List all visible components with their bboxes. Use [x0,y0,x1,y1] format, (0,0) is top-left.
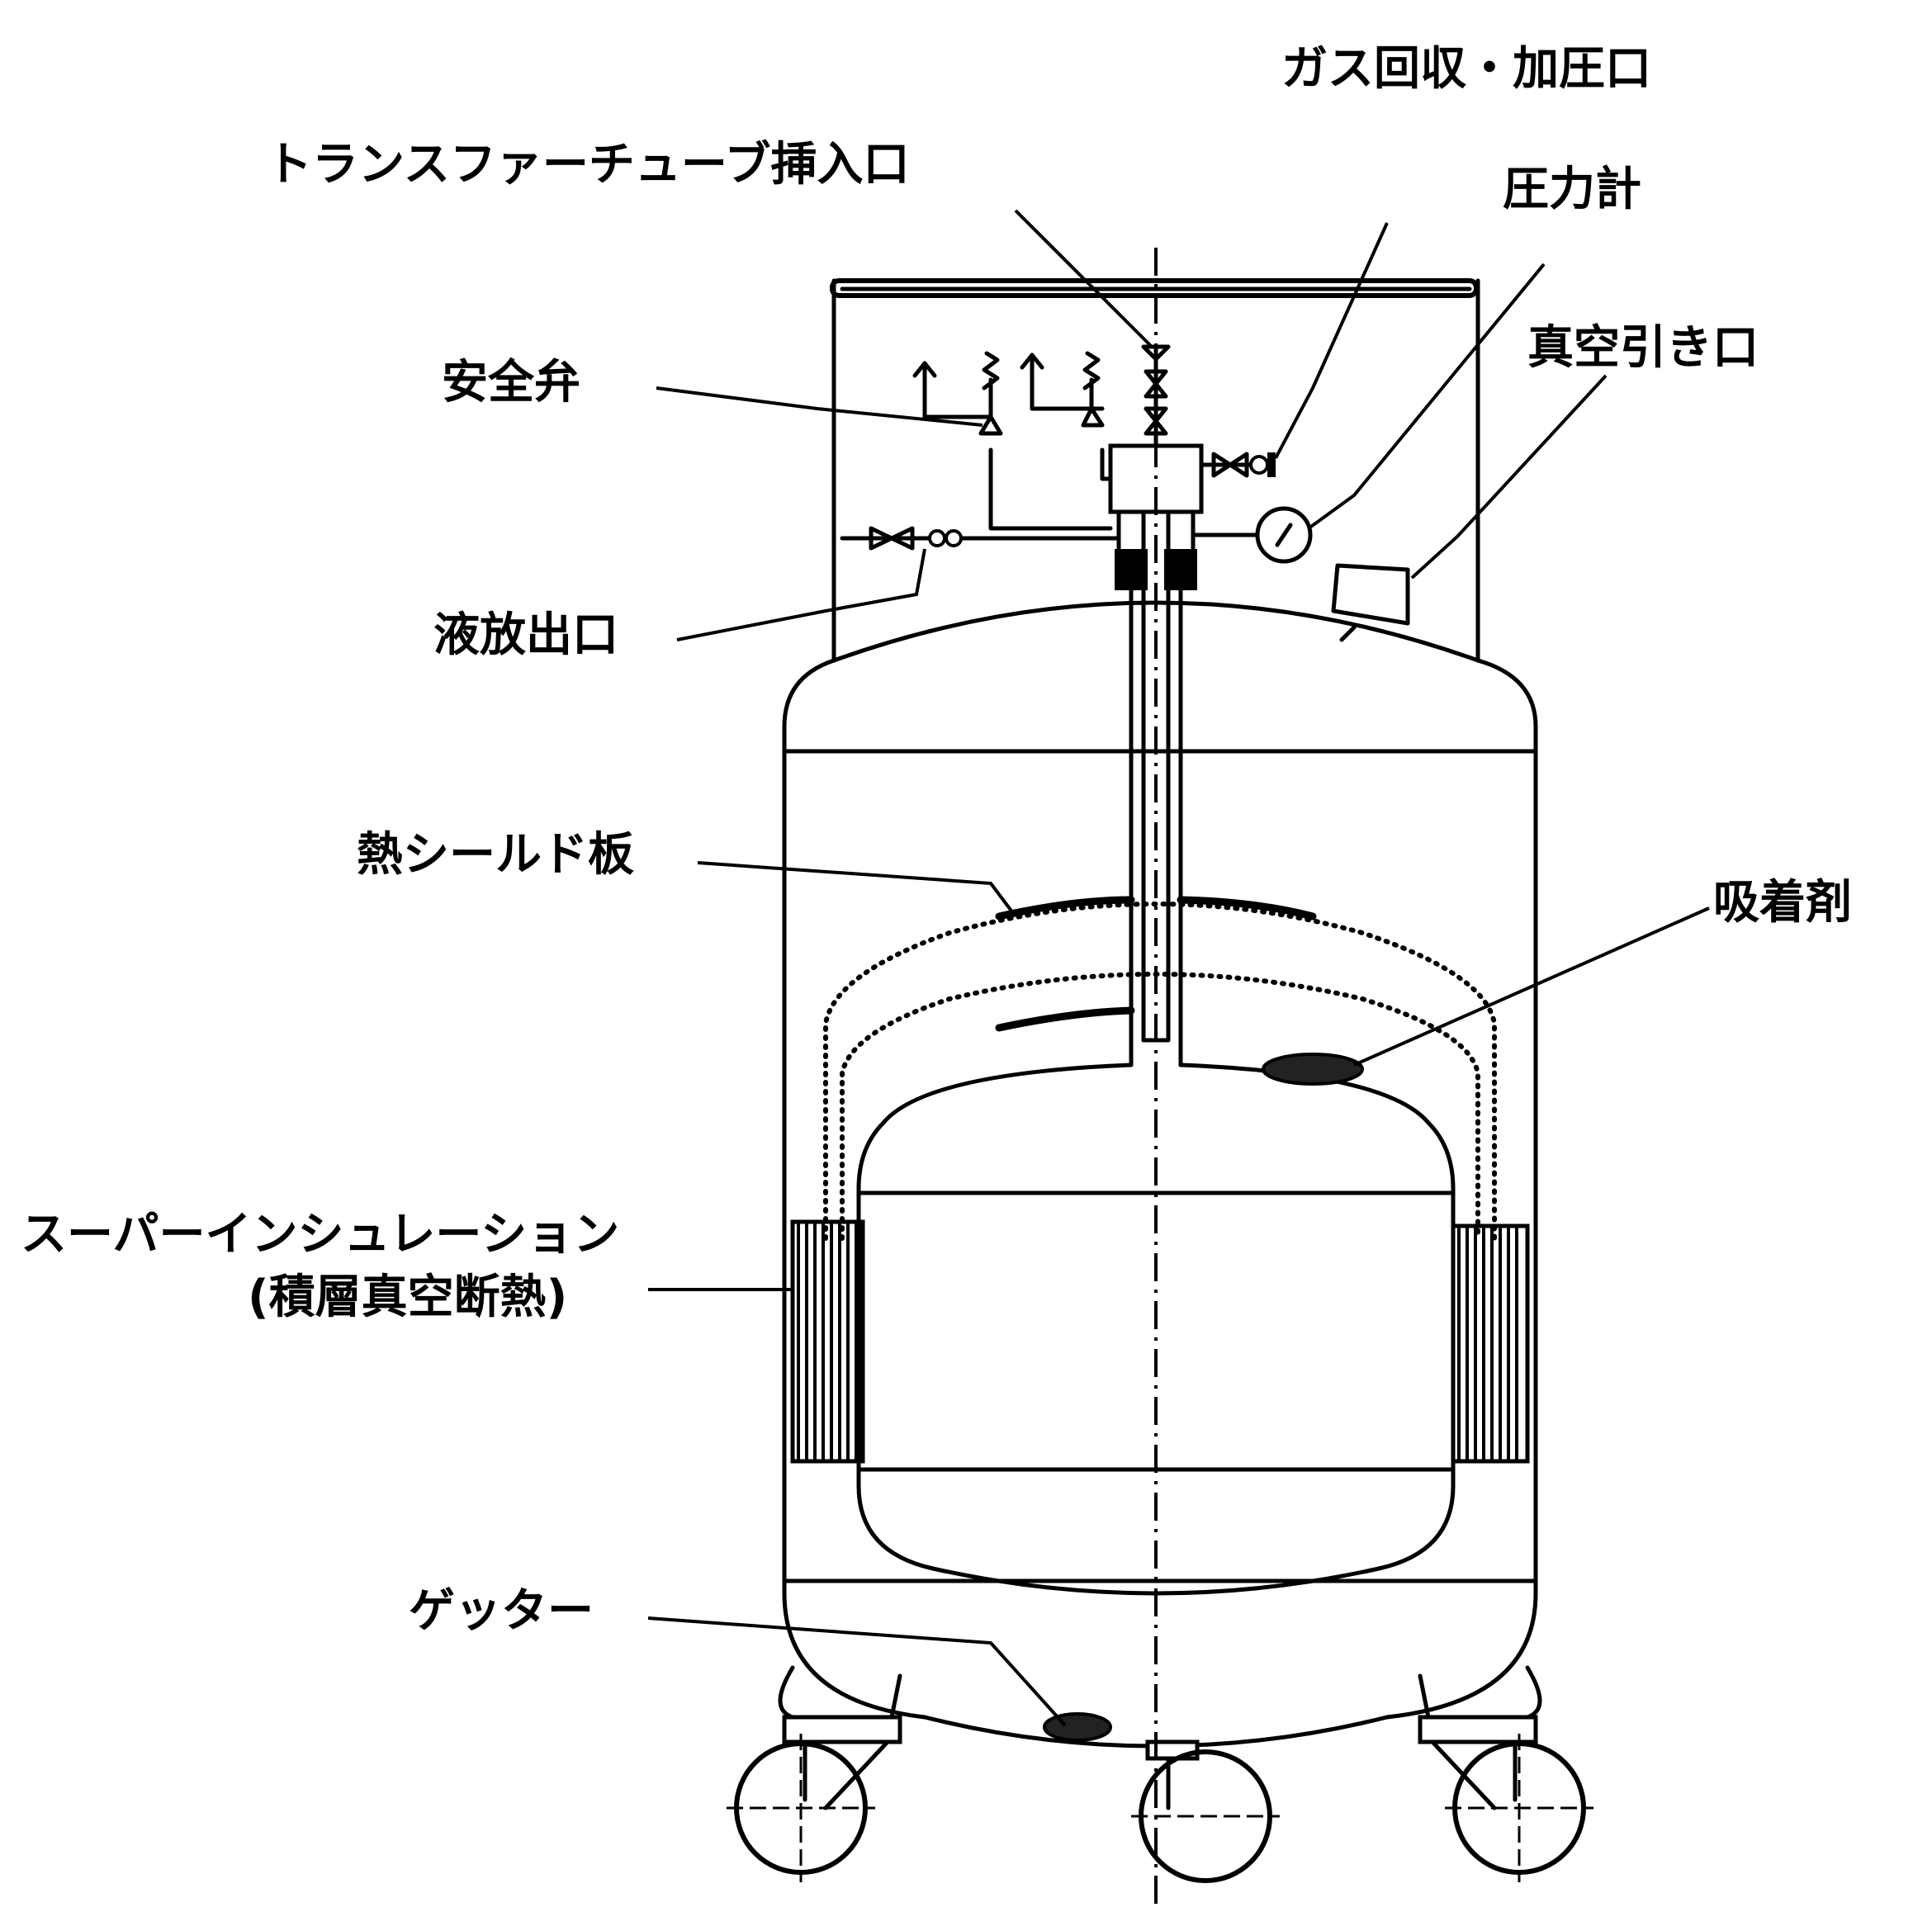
super-insulation-left [790,1219,865,1464]
label-super-insulation: スーパーインシュレーション [21,1208,619,1261]
getter-pack [1043,1712,1112,1742]
outer-vessel [782,600,1538,1749]
label-safety-valve: 安全弁 [442,356,580,409]
label-gas-recovery-port: ガス回収・加圧口 [1281,42,1651,96]
label-pressure-gauge: 圧力計 [1503,163,1641,216]
top-fittings [840,344,1410,642]
caster-center [1131,1739,1280,1883]
label-super-insulation-sub: (積層真空断熱) [248,1271,567,1324]
label-vacuum-port: 真空引き口 [1527,321,1759,375]
caster-right [1418,1665,1593,1882]
label-transfer-tube-port: トランスファーチューブ挿入口 [266,138,910,192]
leader-lines [647,209,1710,1727]
label-getter: ゲッター [409,1584,594,1638]
label-liquid-drain-port: 液放出口 [433,608,618,662]
super-insulation-right [1451,1223,1530,1464]
heat-shield-plate [823,896,1497,1241]
label-adsorbent: 吸着剤 [1713,876,1852,930]
label-heat-shield: 熱シールド板 [357,828,634,882]
caster-left [727,1665,902,1882]
adsorbent-pack [1262,1053,1364,1086]
